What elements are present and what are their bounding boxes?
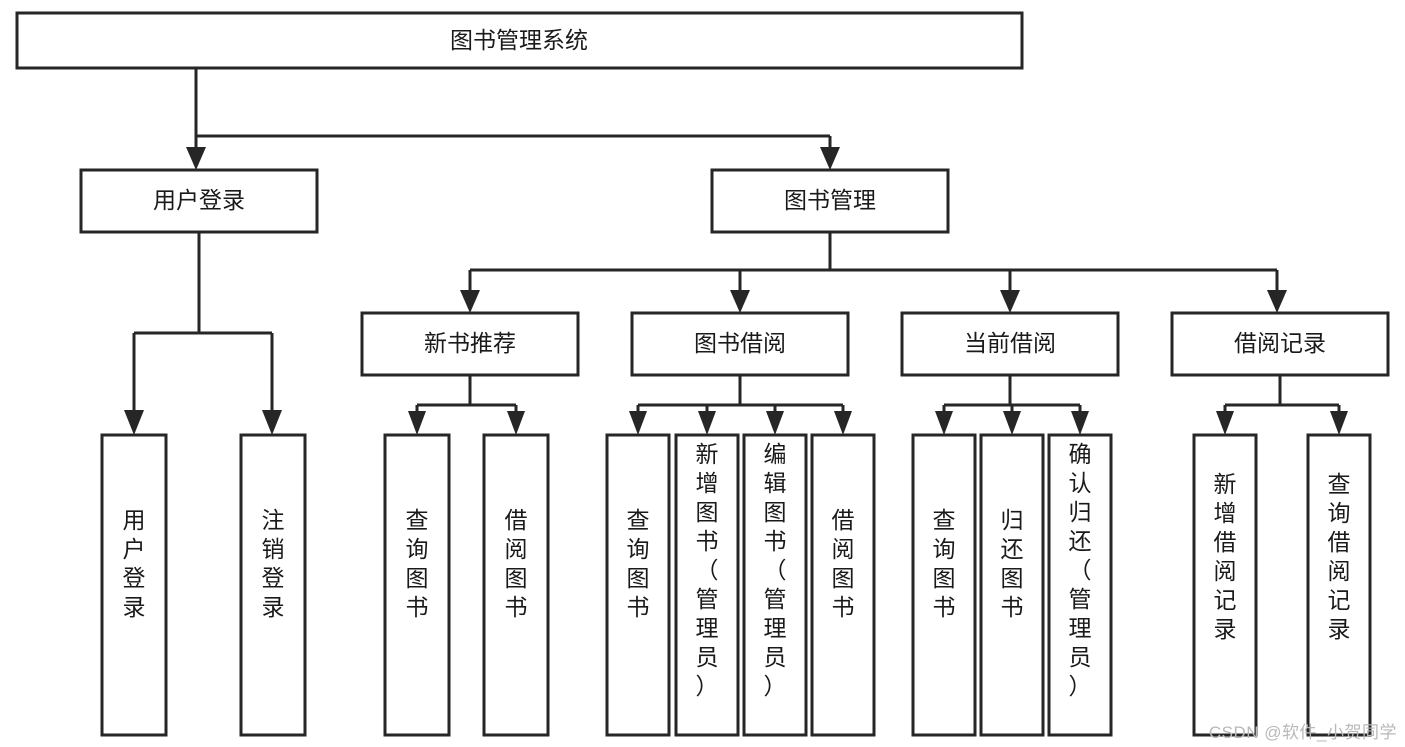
leaf-logout-label: 注销登录 <box>262 507 285 620</box>
node-current-borrow-box <box>900 311 1120 377</box>
node-user-login-label: 用户登录 <box>153 187 245 213</box>
leaf-confirm-return-admin-box <box>1047 433 1113 737</box>
leaf-user-login-label: 用户登录 <box>123 507 146 620</box>
node-borrow-record[interactable]: 借阅记录 <box>1170 311 1390 377</box>
leaf-edit-book-admin-label: 编辑图书（管理员） <box>764 441 787 699</box>
leaf-borrow-book-recommend-box <box>482 433 550 737</box>
leaf-add-borrow-record[interactable]: 新增借阅记录 <box>1192 433 1258 737</box>
leaf-query-book-recommend-label: 查询图书 <box>406 507 429 620</box>
leaf-edit-book-admin[interactable]: 编辑图书（管理员） <box>742 433 808 737</box>
node-book-management-box <box>710 168 950 234</box>
leaf-add-borrow-record-box <box>1192 433 1258 737</box>
node-book-management-label: 图书管理 <box>784 187 876 213</box>
node-root-system[interactable]: 图书管理系统 <box>15 11 1024 70</box>
node-user-login[interactable]: 用户登录 <box>79 168 319 234</box>
leaf-query-borrow-record[interactable]: 查询借阅记录 <box>1306 433 1372 737</box>
leaf-borrow-book[interactable]: 借阅图书 <box>810 433 876 737</box>
node-borrow-record-box <box>1170 311 1390 377</box>
node-book-management[interactable]: 图书管理 <box>710 168 950 234</box>
leaf-add-borrow-record-label: 新增借阅记录 <box>1214 471 1237 642</box>
node-new-book-recommend-box <box>360 311 580 377</box>
leaf-borrow-book-recommend-label: 借阅图书 <box>505 507 528 620</box>
leaf-query-book-current[interactable]: 查询图书 <box>911 433 977 737</box>
leaf-add-book-admin-box <box>674 433 740 737</box>
arrow-head-current-leaf-1 <box>935 411 953 435</box>
node-current-borrow-label: 当前借阅 <box>964 330 1056 356</box>
arrow-head-to-user-login <box>186 147 206 170</box>
leaf-confirm-return-admin[interactable]: 确认归还（管理员） <box>1047 433 1113 737</box>
arrow-head-borrow-leaf-4 <box>834 411 852 435</box>
leaf-add-book-admin-label: 新增图书（管理员） <box>696 441 719 699</box>
leaf-borrow-book-recommend[interactable]: 借阅图书 <box>482 433 550 737</box>
arrow-head-to-new-book <box>460 290 480 313</box>
leaf-query-borrow-record-box <box>1306 433 1372 737</box>
node-book-borrow[interactable]: 图书借阅 <box>630 311 850 377</box>
leaf-query-book-borrow-label: 查询图书 <box>627 507 650 620</box>
leaf-add-book-admin[interactable]: 新增图书（管理员） <box>674 433 740 737</box>
arrow-head-newbook-leaf-1 <box>408 411 426 435</box>
arrow-head-to-current <box>1000 290 1020 313</box>
leaf-query-book-borrow-box <box>605 433 671 737</box>
node-root-box <box>15 11 1024 70</box>
arrow-head-borrow-leaf-1 <box>629 411 647 435</box>
leaf-confirm-return-admin-label: 确认归还（管理员） <box>1069 441 1092 699</box>
arrow-head-to-record <box>1267 290 1287 313</box>
leaf-query-borrow-record-label: 查询借阅记录 <box>1328 471 1351 642</box>
leaf-query-book-current-box <box>911 433 977 737</box>
leaf-query-book-borrow[interactable]: 查询图书 <box>605 433 671 737</box>
leaf-borrow-book-box <box>810 433 876 737</box>
leaf-query-book-recommend[interactable]: 查询图书 <box>383 433 451 737</box>
arrow-head-to-borrow <box>730 290 750 313</box>
node-root-label: 图书管理系统 <box>450 27 588 53</box>
node-book-borrow-box <box>630 311 850 377</box>
node-book-borrow-label: 图书借阅 <box>694 330 786 356</box>
node-user-login-box <box>79 168 319 234</box>
leaf-logout[interactable]: 注销登录 <box>239 433 307 737</box>
leaf-return-book-label: 归还图书 <box>1001 507 1024 620</box>
leaf-user-login-box <box>100 433 168 737</box>
leaf-return-book-box <box>979 433 1045 737</box>
arrow-head-record-leaf-1 <box>1216 411 1234 435</box>
arrow-head-current-leaf-3 <box>1071 411 1089 435</box>
arrow-head-current-leaf-2 <box>1003 411 1021 435</box>
connector-layer <box>124 68 1348 435</box>
leaf-user-login[interactable]: 用户登录 <box>100 433 168 737</box>
node-current-borrow[interactable]: 当前借阅 <box>900 311 1120 377</box>
arrow-head-borrow-leaf-3 <box>766 411 784 435</box>
arrow-head-user-leaf-2 <box>262 410 282 435</box>
leaf-return-book[interactable]: 归还图书 <box>979 433 1045 737</box>
node-new-book-recommend[interactable]: 新书推荐 <box>360 311 580 377</box>
arrow-head-to-book-manage <box>820 147 840 170</box>
leaf-logout-box <box>239 433 307 737</box>
arrow-head-record-leaf-2 <box>1330 411 1348 435</box>
arrow-head-borrow-leaf-2 <box>698 411 716 435</box>
arrow-head-newbook-leaf-2 <box>507 411 525 435</box>
leaf-node-layer: 用户登录 注销登录 查询图书 借阅图书 查询图书 新增图书（管理员） <box>100 433 1372 737</box>
leaf-query-book-recommend-box <box>383 433 451 737</box>
node-borrow-record-label: 借阅记录 <box>1234 330 1326 356</box>
node-new-book-recommend-label: 新书推荐 <box>424 330 516 356</box>
leaf-borrow-book-label: 借阅图书 <box>832 507 855 620</box>
arrow-head-user-leaf-1 <box>124 410 144 435</box>
leaf-edit-book-admin-box <box>742 433 808 737</box>
leaf-query-book-current-label: 查询图书 <box>933 507 956 620</box>
